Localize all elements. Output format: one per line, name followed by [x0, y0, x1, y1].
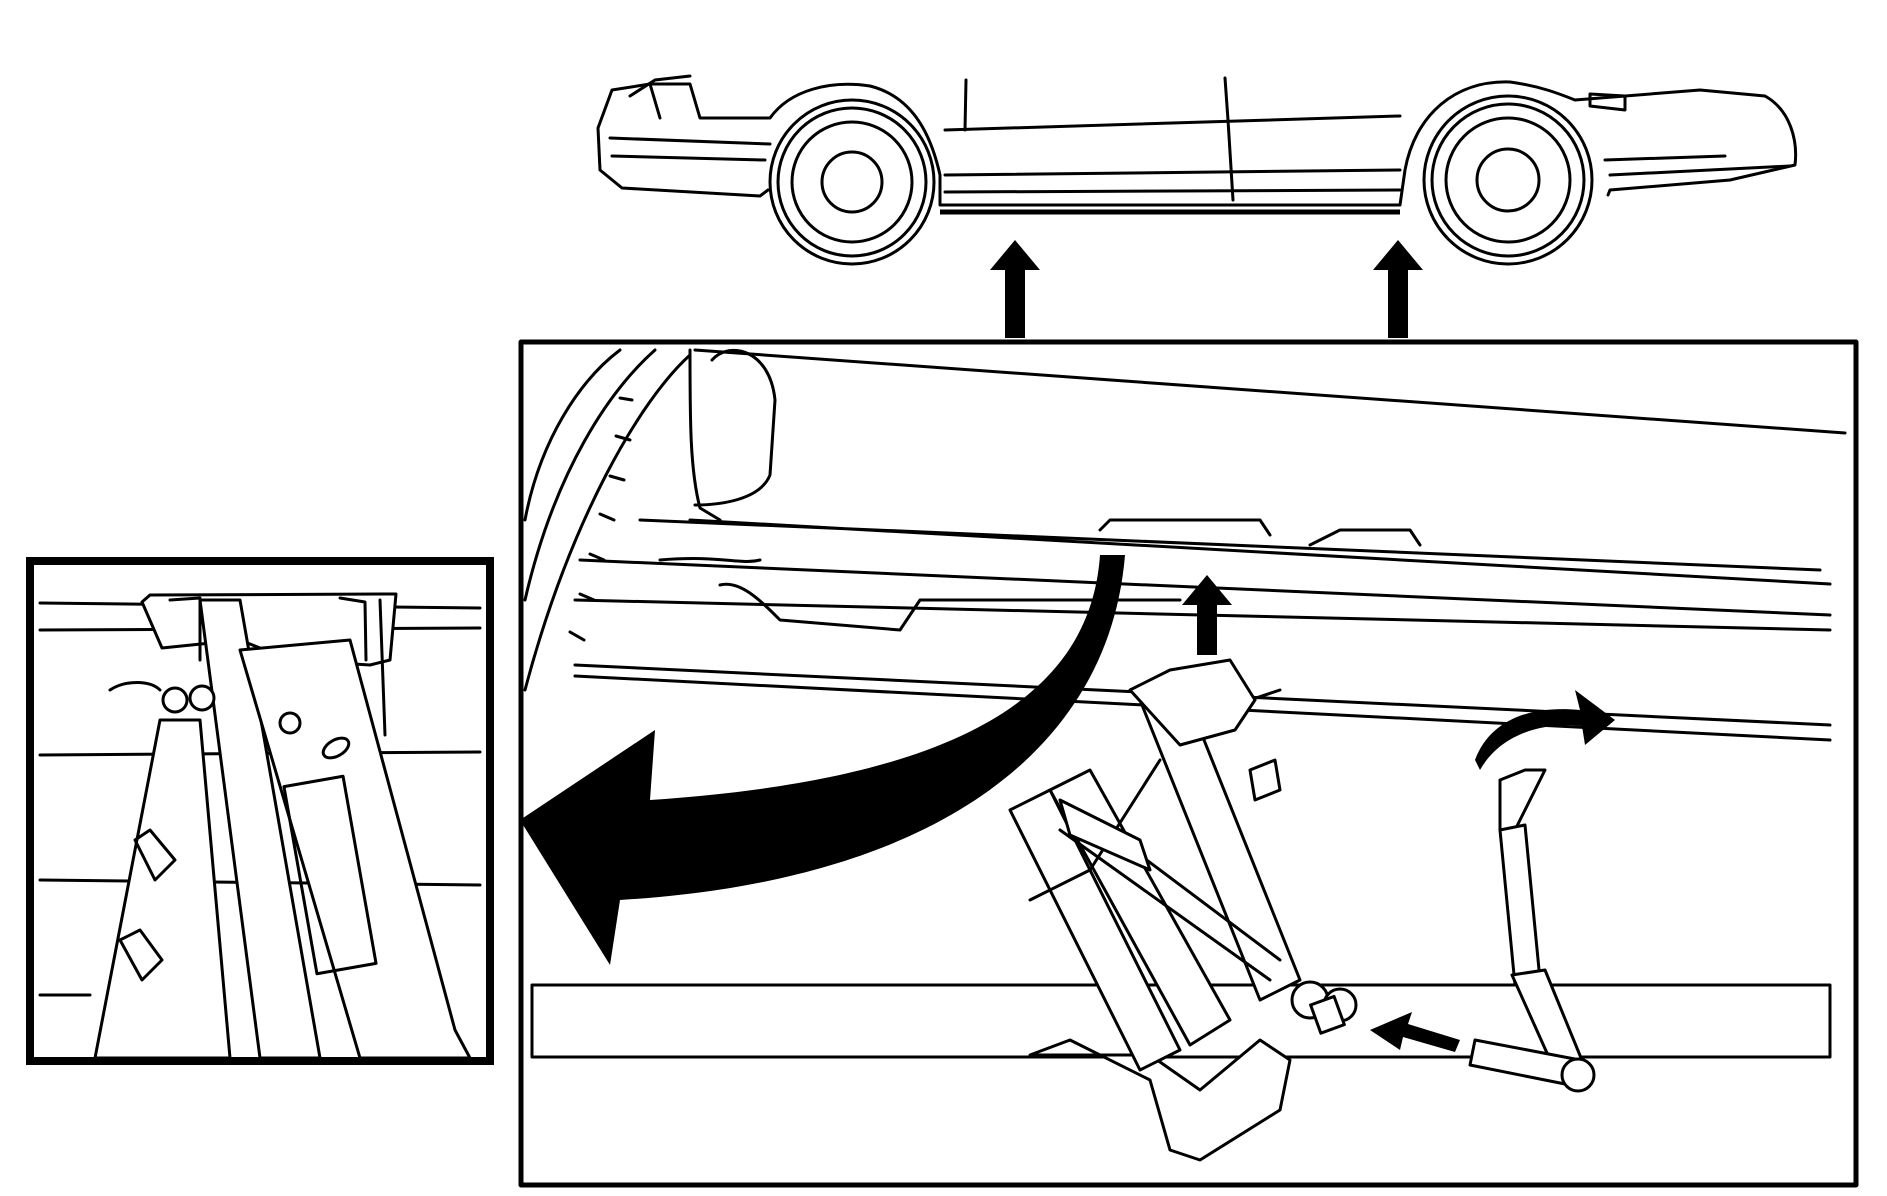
rotate-arrow	[1475, 690, 1615, 770]
front-wheel	[768, 98, 936, 266]
jack-handle	[1468, 768, 1596, 1093]
scissor-jack	[1008, 658, 1358, 1162]
vehicle-body-outline	[596, 80, 1798, 207]
curved-arrow-to-inset	[520, 555, 1125, 965]
rear-lift-point-arrow	[1373, 240, 1423, 338]
handle-insert-arrow	[1370, 1012, 1460, 1052]
tire-edge	[523, 348, 692, 692]
main-detail-panel	[518, 339, 1859, 1188]
jack-position-arrow	[1182, 575, 1232, 655]
inset-detail-panel	[26, 557, 494, 1065]
rocker-panel	[943, 114, 1402, 194]
front-lift-point-arrow	[990, 240, 1040, 338]
rear-wheel	[1422, 94, 1594, 266]
vehicle-side-view	[596, 74, 1798, 266]
